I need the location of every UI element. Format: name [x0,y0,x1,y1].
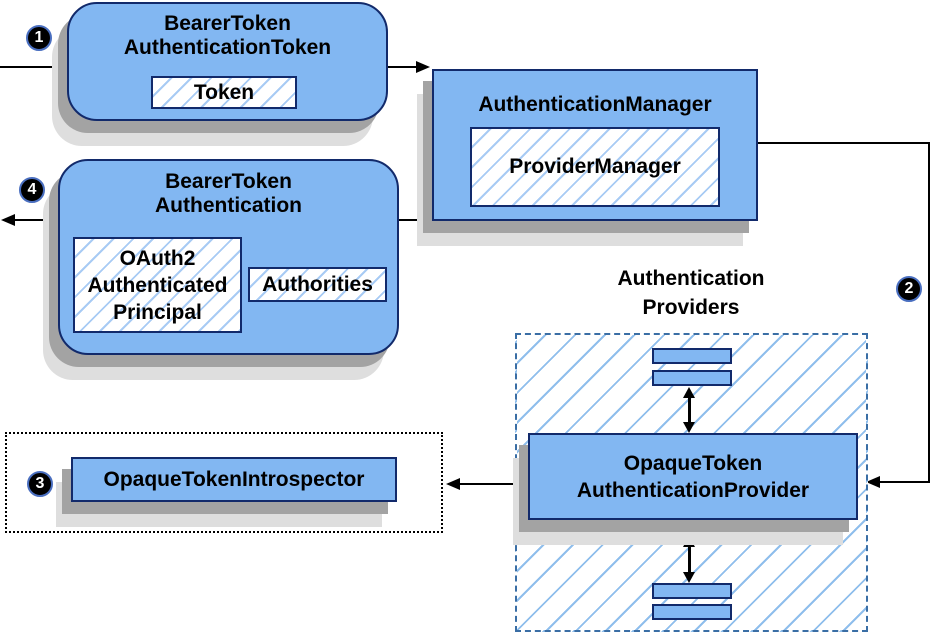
flow-arrow-result-out-line [13,219,58,221]
flow-arrow-step1-line [386,66,418,68]
node-title-line2: AuthenticationToken [123,36,332,59]
step-2-badge: 2 [896,276,922,302]
chip-line3: Principal [113,301,202,324]
node-title-line1: BearerToken [165,170,292,193]
arrowhead-down-icon [683,572,695,583]
double-arrow-stem [687,547,691,572]
flow-line-manager-to-authentication [399,219,433,221]
node-title: AuthenticationManager [478,93,712,116]
node-title-line1: OpaqueToken [623,452,763,475]
introspector-dotted-container [5,432,443,533]
node-bearer-token-authentication-token: BearerToken AuthenticationToken Token [67,2,388,121]
authorities-chip: Authorities [248,267,387,302]
step-3-badge: 3 [27,471,53,497]
step-1-badge: 1 [26,25,52,51]
token-chip: Token [151,76,297,109]
arrowhead-up-icon [683,536,695,547]
flow-line-request-in [0,66,67,68]
node-title-line2: AuthenticationProvider [576,479,810,502]
chip-line1: OAuth2 [119,247,196,270]
node-opaque-token-introspector: OpaqueTokenIntrospector [71,457,397,502]
node-opaque-token-authentication-provider: OpaqueToken AuthenticationProvider [528,433,858,520]
node-bearer-token-authentication: BearerToken Authentication OAuth2 Authen… [58,159,399,355]
node-title-line2: Authentication [155,194,302,217]
arrowhead-down-icon [683,422,695,433]
flow-step2-segment-right [928,142,930,483]
arrowhead-right-icon [416,61,430,73]
flow-step2-segment-top [758,142,930,144]
arrowhead-left-icon [1,214,15,226]
authentication-providers-label-line1: Authentication [617,267,765,290]
node-title-line1: BearerToken [164,12,291,35]
authentication-providers-label: Authentication Providers [541,264,841,322]
step-4-badge: 4 [19,177,45,203]
provider-slot-bar [652,604,732,620]
flow-step2-segment-bottom [878,481,930,483]
arrowhead-up-icon [683,387,695,398]
oauth2-authenticated-principal-chip: OAuth2 Authenticated Principal [73,237,242,333]
provider-slot-bar [652,583,732,599]
authentication-providers-label-line2: Providers [642,296,740,319]
provider-slot-bar [652,370,732,386]
double-arrow-icon [683,536,695,583]
flow-arrow-to-introspector-line [459,483,528,485]
provider-manager-chip: ProviderManager [470,127,720,207]
double-arrow-stem [687,398,691,422]
provider-slot-bar [652,348,732,364]
arrowhead-left-icon [866,476,880,488]
node-authentication-manager: AuthenticationManager ProviderManager [432,69,758,221]
arrowhead-left-icon [446,478,460,490]
double-arrow-icon [683,387,695,433]
chip-line2: Authenticated [87,274,228,297]
